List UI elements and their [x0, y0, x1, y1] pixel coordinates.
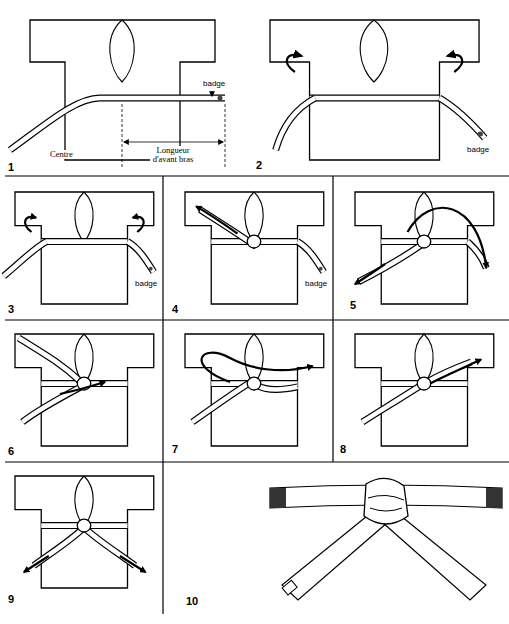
jacket-outline [355, 192, 494, 304]
belt-knot [77, 519, 91, 532]
belt-outline [298, 242, 324, 272]
step-number: 5 [350, 300, 356, 311]
motion-arrow [202, 353, 313, 382]
motion-arrow [430, 360, 481, 384]
jacket-collar [245, 192, 263, 242]
belt-fill [298, 242, 324, 272]
tied-belt-knot [270, 478, 502, 600]
belt-knot [417, 377, 431, 390]
jacket-collar [75, 192, 93, 242]
measure-lines [122, 91, 225, 168]
step-number: 8 [340, 444, 346, 455]
belt-outline [440, 98, 485, 138]
belt-outline [276, 98, 316, 150]
step-number: 4 [172, 304, 178, 315]
step-number: 7 [172, 444, 178, 455]
jacket-outline [185, 334, 324, 446]
belt-outline [257, 385, 298, 389]
belt-outline [41, 238, 127, 245]
motion-arrow [25, 217, 36, 232]
belt-outline [193, 382, 252, 422]
jacket-collar [360, 20, 388, 82]
dimension-label: Longueur d'avant bras [150, 146, 196, 164]
jacket-outline [185, 192, 324, 304]
belt-fill [19, 338, 81, 382]
belt-fill [193, 382, 252, 422]
jacket-collar [415, 192, 433, 242]
motion-arrow [120, 556, 146, 572]
judo-jacket [15, 334, 154, 446]
belt-outline [10, 98, 225, 150]
belt-badge [319, 267, 323, 271]
motion-arrow [24, 556, 49, 572]
belt-fill [128, 242, 154, 272]
belt-outline [363, 385, 422, 422]
step-number: 6 [8, 446, 14, 457]
belt-badge [218, 96, 223, 101]
badge-label: badge [202, 80, 226, 88]
step-number: 10 [186, 596, 198, 607]
motion-arrow [287, 55, 302, 72]
judo-jacket [4, 192, 154, 304]
belt-fill [276, 98, 316, 150]
badge-label: badge [134, 280, 158, 288]
belt-badge [149, 267, 153, 271]
centre-label: Centre [50, 150, 73, 159]
step-number: 2 [256, 160, 262, 171]
jacket-outline [270, 20, 479, 160]
step-number: 3 [8, 304, 14, 315]
jacket-collar [75, 476, 93, 526]
jacket-outline [15, 334, 154, 446]
belt-fill [4, 242, 47, 276]
judo-jacket [270, 20, 485, 160]
judo-jacket [185, 192, 324, 304]
motion-arrow [196, 206, 237, 233]
belt-outline [128, 242, 154, 272]
belt-badge [477, 132, 483, 137]
belt-fill [41, 239, 127, 244]
belt-fill [440, 98, 485, 138]
judo-jacket [355, 334, 494, 446]
belt-knot [417, 235, 431, 248]
belt-outline [310, 95, 440, 102]
jacket-collar [415, 334, 433, 384]
badge-label: badge [466, 146, 490, 154]
motion-arrow [355, 264, 385, 284]
belt-fill [257, 385, 298, 389]
jacket-collar [245, 334, 263, 384]
judo-jacket [10, 20, 225, 160]
belt-outline [19, 338, 81, 382]
judo-jacket [185, 334, 324, 446]
panel-grid [5, 176, 509, 614]
belt-fill [363, 385, 422, 422]
belt-knot [247, 377, 261, 390]
badge-label: badge [304, 280, 328, 288]
belt-knot [247, 235, 261, 248]
motion-arrow [60, 382, 105, 394]
judo-jacket [355, 192, 494, 304]
belt-outline [427, 362, 471, 382]
jacket-outline [15, 476, 154, 588]
judo-jacket [15, 476, 154, 588]
motion-arrow [408, 208, 487, 268]
belt-fill [10, 98, 225, 150]
jacket-collar [110, 20, 134, 82]
belt-outline [4, 242, 47, 276]
jacket-outline [30, 20, 215, 160]
step-number: 9 [8, 594, 14, 605]
belt-fill [310, 96, 440, 101]
belt-fill [427, 362, 471, 382]
jacket-outline [355, 334, 494, 446]
step-number: 1 [8, 162, 14, 173]
motion-arrow [133, 217, 144, 232]
motion-arrow [447, 55, 462, 72]
